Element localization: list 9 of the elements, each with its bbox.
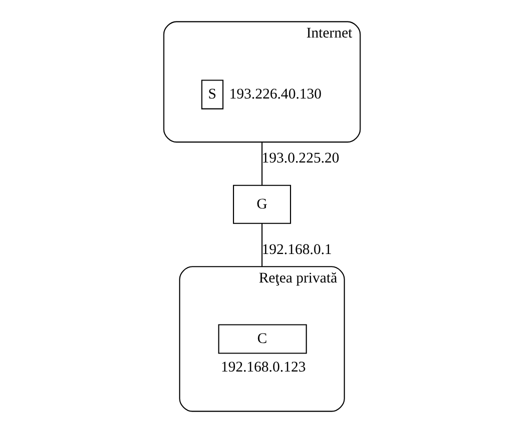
- node-box: S: [200, 79, 223, 109]
- edge-label: 192.168.0.1: [261, 242, 332, 258]
- node-label: 192.168.0.123: [220, 358, 306, 375]
- edge-label: 193.0.225.20: [261, 150, 339, 166]
- node-label: 193.226.40.130: [228, 86, 322, 102]
- connector: [260, 142, 262, 185]
- node-box: C: [218, 324, 306, 354]
- connector: [260, 222, 262, 266]
- node-box: G: [232, 184, 291, 224]
